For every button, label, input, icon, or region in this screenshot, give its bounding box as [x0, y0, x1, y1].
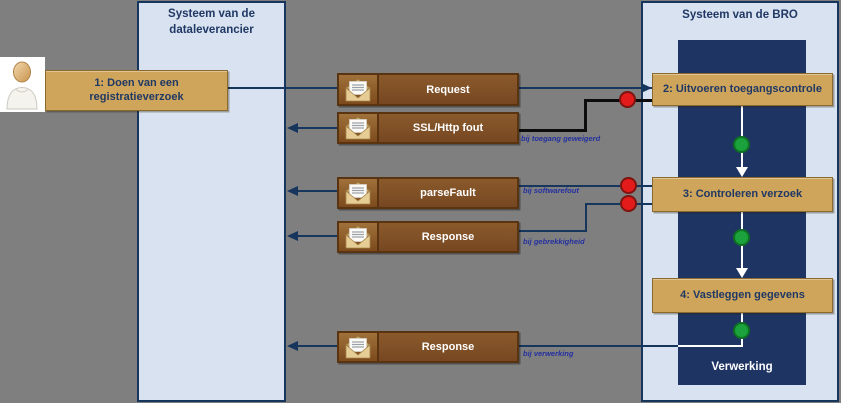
lane-title-dataleverancier: Systeem van de dataleverancier	[168, 8, 255, 36]
lane-dataleverancier	[137, 1, 286, 402]
step-3-controleren-verzoek: 3: Controleren verzoek	[652, 177, 833, 212]
ok-dot-step4	[733, 322, 750, 339]
lane-title-bro: Systeem van de BRO	[682, 9, 798, 21]
message-ssl-http-fout-label: SSL/Http fout	[412, 122, 484, 134]
request-arrowhead-icon	[641, 83, 652, 93]
response2-line-right	[519, 345, 678, 347]
message-response-verwerking: Response	[337, 331, 519, 363]
person-icon	[5, 61, 38, 109]
actor-dataleverancier	[0, 57, 45, 112]
error-dot-gebrekkigheid	[620, 195, 637, 212]
ssl-fault-line-left	[296, 127, 337, 129]
ssl-fault-line-h2	[519, 129, 587, 132]
ssl-fault-line-v	[584, 99, 587, 132]
flow-arrowhead-step4-icon	[736, 268, 748, 278]
step-4-label: 4: Vastleggen gegevens	[680, 288, 805, 301]
condition-toegang-geweigerd: bij toegang geweigerd	[521, 134, 601, 143]
response1-line-v	[585, 203, 587, 232]
message-parsefault: parseFault	[337, 177, 519, 209]
flow-line-out-white	[678, 345, 742, 347]
flow-arrowhead-step3-icon	[736, 167, 748, 177]
message-response-gebrekkigheid: Response	[337, 221, 519, 253]
condition-softwarefout: bij softwarefout	[523, 186, 579, 195]
message-request: Request	[337, 73, 519, 106]
step-3-label: 3: Controleren verzoek	[682, 187, 803, 200]
envelope-icon	[339, 114, 379, 142]
condition-verwerking: bij verwerking	[523, 349, 574, 358]
error-dot-toegang	[619, 91, 636, 108]
message-ssl-http-fout: SSL/Http fout	[337, 112, 519, 144]
message-parsefault-label: parseFault	[420, 187, 476, 199]
response2-line-left	[296, 345, 337, 347]
condition-gebrekkigheid: bij gebrekkigheid	[523, 237, 585, 246]
response1-line-left	[296, 235, 337, 237]
ssl-fault-line-h1	[584, 99, 652, 102]
response2-arrowhead-icon	[287, 341, 298, 351]
message-response1-label: Response	[421, 231, 475, 243]
parsefault-line-left	[296, 190, 337, 192]
envelope-icon	[339, 179, 379, 207]
message-request-label: Request	[426, 83, 470, 96]
envelope-icon	[339, 333, 379, 361]
error-dot-parsefault	[620, 177, 637, 194]
ssl-fault-arrowhead-icon	[287, 123, 298, 133]
message-response2-label: Response	[421, 341, 475, 353]
ok-dot-step2	[733, 136, 750, 153]
response1-line-b	[519, 230, 587, 232]
parsefault-line-right	[519, 185, 652, 187]
parsefault-arrowhead-icon	[287, 186, 298, 196]
response1-arrowhead-icon	[287, 231, 298, 241]
step-2-label: 2: Uitvoeren toegangscontrole	[663, 82, 822, 95]
envelope-icon	[339, 75, 379, 104]
envelope-icon	[339, 223, 379, 251]
step-4-vastleggen-gegevens: 4: Vastleggen gegevens	[652, 278, 833, 313]
ok-dot-step3	[733, 229, 750, 246]
step-1-registratieverzoek: 1: Doen van een registratieverzoek	[45, 70, 228, 111]
step-2-toegangscontrole: 2: Uitvoeren toegangscontrole	[652, 73, 833, 106]
response1-line-a	[585, 203, 652, 205]
verwerking-label: Verwerking	[711, 361, 773, 373]
step-1-label: 1: Doen van een registratieverzoek	[89, 76, 184, 103]
